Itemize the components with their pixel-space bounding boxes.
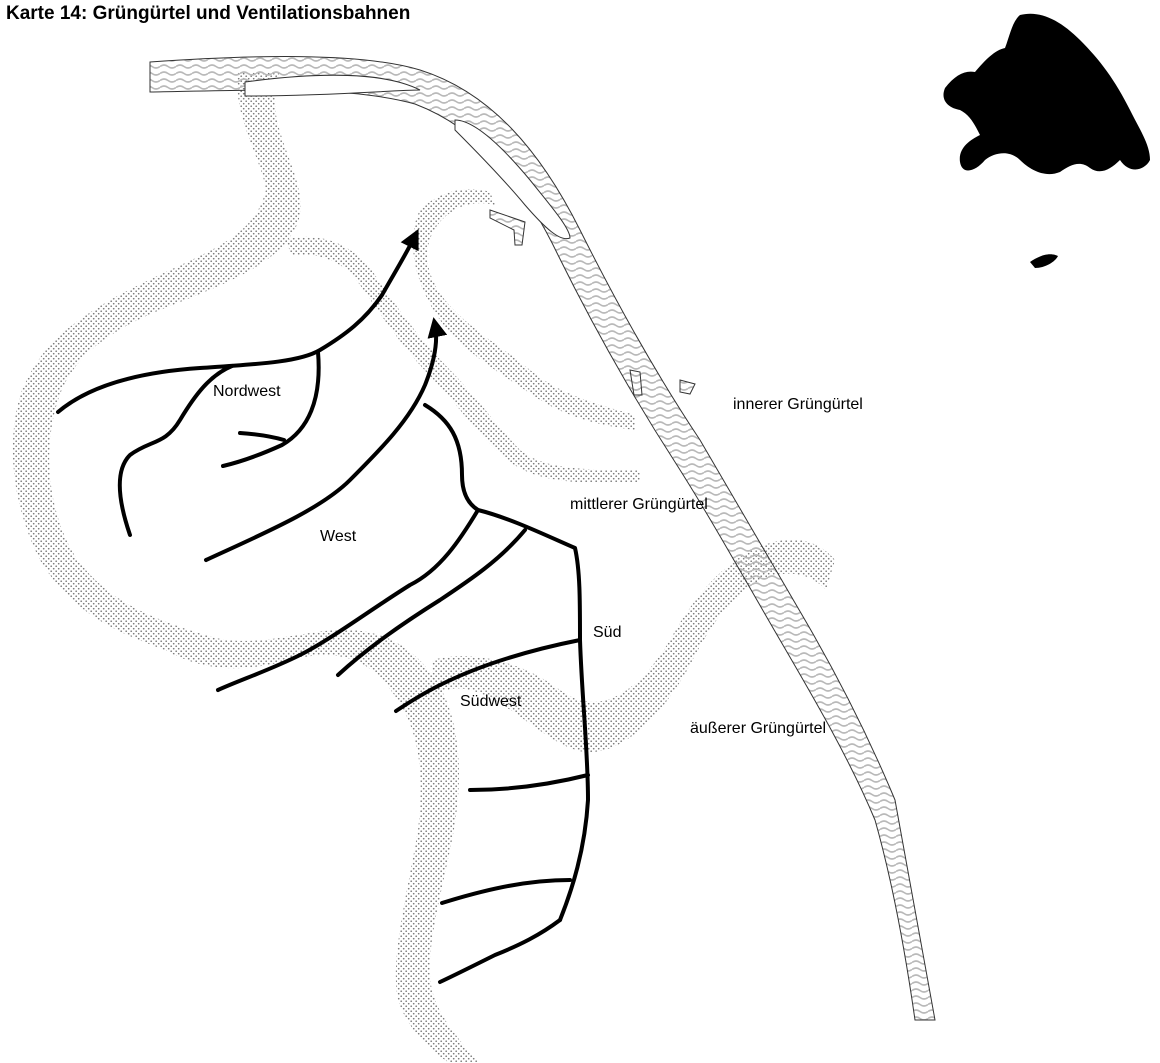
lane-suedwest-1 xyxy=(216,508,480,692)
label-innerer-gruenguertel: innerer Grüngürtel xyxy=(733,396,863,413)
middle-green-belt-band-2 xyxy=(285,236,640,483)
locator-map xyxy=(943,13,1150,268)
label-west: West xyxy=(320,528,357,545)
river-inlet-3 xyxy=(679,379,696,395)
label-suedwest: Südwest xyxy=(460,693,522,710)
label-nordwest: Nordwest xyxy=(213,383,281,400)
lane-nordwest-branch-3 xyxy=(238,431,286,442)
river-inlet xyxy=(489,209,526,246)
river-side-arm xyxy=(244,74,421,97)
label-aeusserer-gruenguertel: äußerer Grüngürtel xyxy=(690,720,827,737)
label-mittlerer-gruenguertel: mittlerer Grüngürtel xyxy=(570,496,708,513)
lane-nordwest-branch-2 xyxy=(221,350,321,468)
lane-suedwest-3 xyxy=(394,638,582,713)
label-sued: Süd xyxy=(593,624,622,641)
river-inlet-2 xyxy=(629,369,643,396)
lane-west-main xyxy=(204,317,448,562)
lane-nordwest-main xyxy=(56,228,419,414)
lane-west-to-sued xyxy=(423,403,590,922)
ventilation-lanes xyxy=(56,228,590,984)
lane-suedwest-2 xyxy=(336,528,527,677)
lane-sued-5 xyxy=(440,878,572,905)
lane-nordwest-branch-1 xyxy=(117,364,234,537)
map-title: Karte 14: Grüngürtel und Ventilationsbah… xyxy=(6,3,411,24)
river-island xyxy=(454,119,571,240)
lane-suedwest-4 xyxy=(468,773,590,792)
outer-green-belt-band xyxy=(12,72,479,1062)
outer-green-belt-arc xyxy=(432,539,835,753)
middle-green-belt-band xyxy=(412,189,635,430)
lane-sued-6 xyxy=(438,918,562,984)
